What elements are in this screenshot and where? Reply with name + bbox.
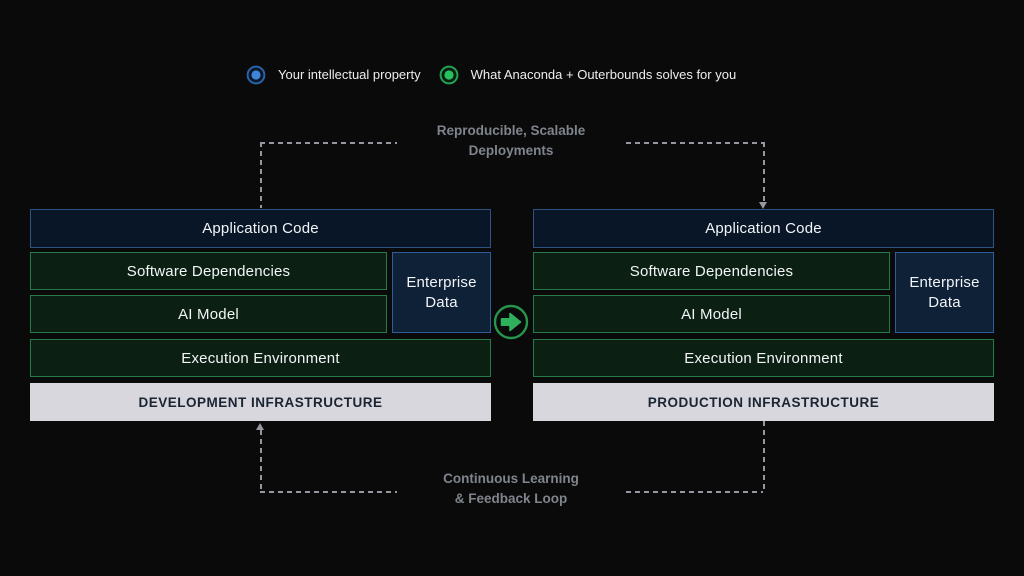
execution-environment-box: Execution Environment: [30, 339, 491, 377]
bottom-loop-right-horizontal-line: [626, 491, 763, 493]
top-flow-label: Reproducible, Scalable Deployments: [381, 121, 641, 161]
legend: Your intellectual property What Anaconda…: [246, 64, 736, 86]
legend-item-anaconda-solution: What Anaconda + Outerbounds solves for y…: [439, 64, 737, 86]
software-dependencies-box: Software Dependencies: [30, 252, 387, 290]
ai-model-box: AI Model: [533, 295, 890, 333]
top-flow-line2: Deployments: [381, 141, 641, 161]
enterprise-data-box: Enterprise Data: [392, 252, 491, 333]
ai-model-box: AI Model: [30, 295, 387, 333]
bottom-flow-line1: Continuous Learning: [381, 469, 641, 489]
arrowhead-down-icon: [759, 202, 767, 209]
top-flow-line1: Reproducible, Scalable: [381, 121, 641, 141]
top-loop-left-horizontal-line: [260, 142, 397, 144]
dev-to-prod-arrow-icon: [493, 304, 529, 340]
bottom-loop-left-vertical-line: [260, 430, 262, 491]
bottom-loop-right-vertical-line: [763, 421, 765, 491]
enterprise-data-box: Enterprise Data: [895, 252, 994, 333]
development-infrastructure-bar: DEVELOPMENT INFRASTRUCTURE: [30, 383, 491, 421]
top-loop-left-vertical-line: [260, 142, 262, 208]
top-loop-right-vertical-line: [763, 142, 765, 202]
bottom-flow-line2: & Feedback Loop: [381, 489, 641, 509]
application-code-box: Application Code: [533, 209, 994, 248]
bottom-loop-left-horizontal-line: [260, 491, 397, 493]
production-infrastructure-bar: PRODUCTION INFRASTRUCTURE: [533, 383, 994, 421]
bottom-flow-label: Continuous Learning & Feedback Loop: [381, 469, 641, 509]
top-loop-right-horizontal-line: [626, 142, 763, 144]
software-dependencies-box: Software Dependencies: [533, 252, 890, 290]
production-stack: Application Code Software Dependencies A…: [533, 209, 994, 421]
legend-label: What Anaconda + Outerbounds solves for y…: [471, 64, 737, 86]
arrowhead-up-icon: [256, 423, 264, 430]
legend-dot-green-icon: [439, 65, 459, 85]
execution-environment-box: Execution Environment: [533, 339, 994, 377]
legend-dot-blue-icon: [246, 65, 266, 85]
application-code-box: Application Code: [30, 209, 491, 248]
legend-item-intellectual-property: Your intellectual property: [246, 64, 421, 86]
development-stack: Application Code Software Dependencies A…: [30, 209, 491, 421]
legend-label: Your intellectual property: [278, 64, 421, 86]
